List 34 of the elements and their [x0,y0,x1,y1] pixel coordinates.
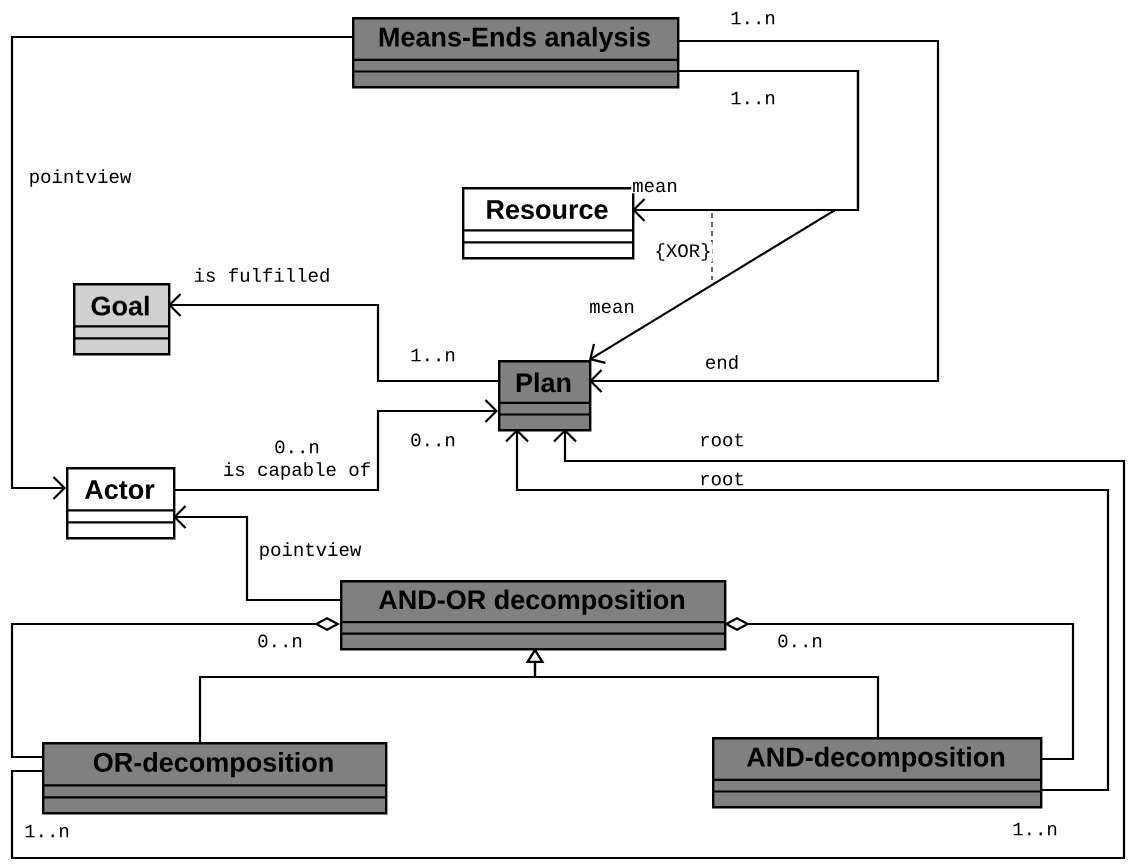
multiplicity-label: 0..n [409,432,457,448]
edge-label: pointview [27,168,133,188]
multiplicity-label: 0..n [776,633,824,649]
class-box: AND-OR decomposition [340,580,727,651]
class-box: Means-Ends analysis [352,17,680,89]
association-arrow [589,69,860,364]
class-box: AND-decomposition [712,737,1043,809]
association-arrow [168,293,498,383]
class-box: Plan [498,360,592,432]
class-box: Actor [66,467,176,540]
association-arrow [10,35,352,500]
class-box: OR-decomposition [42,742,388,815]
association-arrow [173,505,340,602]
multiplicity-label: 1..n [729,10,777,26]
edge-label: pointview [257,541,363,561]
multiplicity-label: 1..n [1011,821,1059,837]
multiplicity-label: 1..n [23,823,71,839]
edge-label: root [698,471,746,487]
multiplicity-label: 0..n [256,633,304,649]
edge-label: root [698,432,746,448]
edge-label: mean [631,180,679,194]
association-arrow [505,429,1110,792]
edge-label: end [703,354,741,370]
edge-label: is capable of [221,461,373,481]
association-arrow [589,39,940,393]
multiplicity-label: 0..n [273,439,321,455]
multiplicity-label: 1..n [409,347,457,363]
association-arrow [10,429,1126,860]
edge-label: mean [588,301,636,315]
association-arrow [173,399,498,492]
edge-label: is fulfilled [192,267,332,283]
constraint-label: {XOR} [653,242,713,262]
multiplicity-label: 1..n [729,90,777,106]
class-box: Goal [73,283,171,356]
